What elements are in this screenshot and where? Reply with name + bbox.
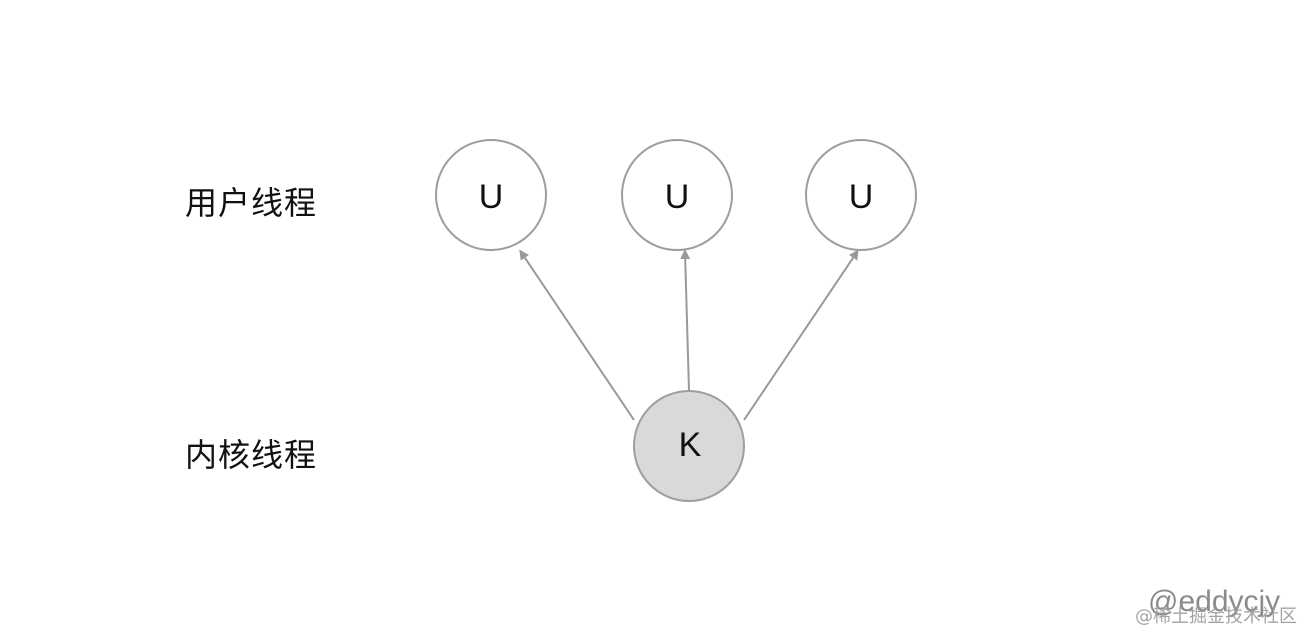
watermark-author-handle: @eddycjy — [1148, 585, 1281, 618]
user-thread-node-2-label: U — [665, 178, 690, 216]
user-thread-node-3-label: U — [849, 178, 874, 216]
user-thread-node-3: U — [805, 139, 917, 251]
watermark-site-name: @稀土掘金技术社区 — [1135, 606, 1297, 627]
kernel-thread-row-label: 内核线程 — [185, 436, 318, 474]
arrow-kernel-to-user-1 — [519, 249, 635, 421]
user-thread-row-label: 用户线程 — [185, 184, 318, 222]
user-thread-node-1: U — [435, 139, 547, 251]
kernel-thread-node: K — [633, 390, 745, 502]
arrow-kernel-to-user-2 — [680, 249, 691, 392]
arrow-kernel-to-user-3 — [743, 249, 859, 421]
user-thread-node-1-label: U — [479, 178, 504, 216]
kernel-thread-node-label: K — [679, 426, 702, 464]
user-thread-node-2: U — [621, 139, 733, 251]
